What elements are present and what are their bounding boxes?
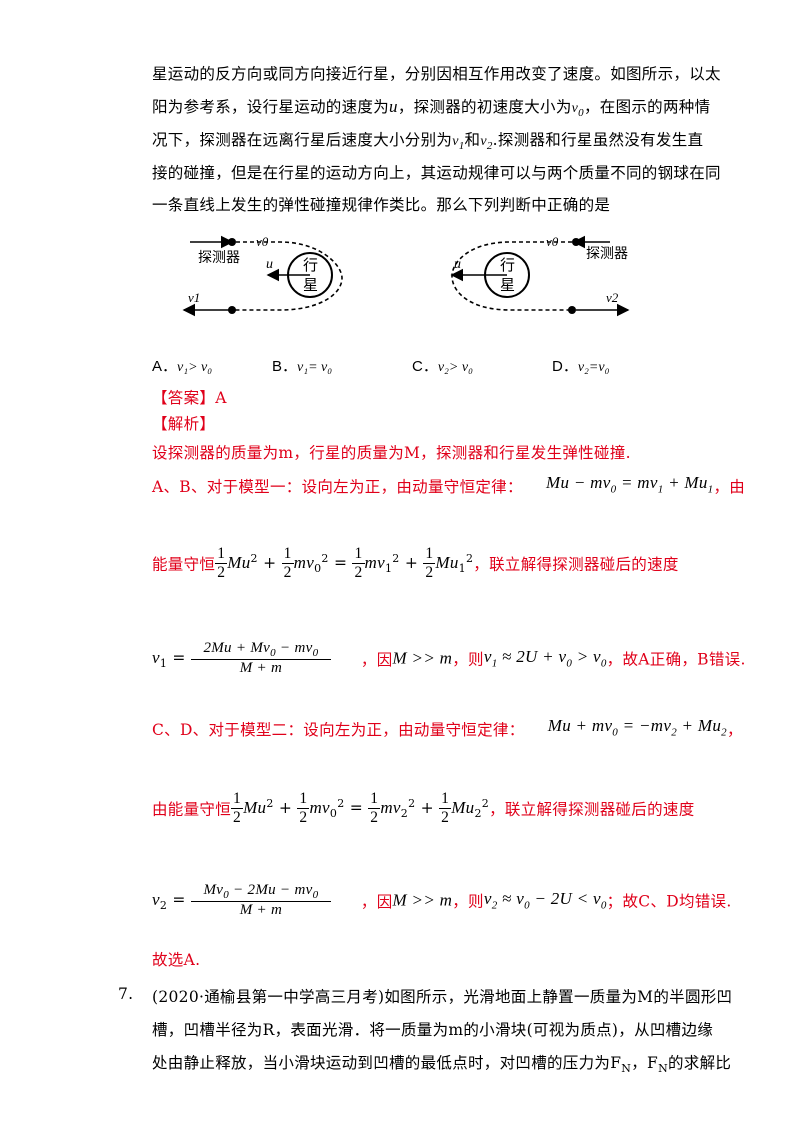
analysis-p5: C、D、对于模型二：设向左为正，由动量守恒定律： Mu + mv0 = −mv2… bbox=[152, 716, 743, 742]
v1-label: v1 bbox=[188, 290, 200, 305]
math-cond: M >> m bbox=[392, 890, 453, 910]
intro-text: 和 bbox=[464, 131, 481, 149]
analysis-p8: 故选A. bbox=[152, 951, 201, 969]
u-label: u bbox=[454, 257, 461, 272]
math-v1: v1 bbox=[452, 134, 465, 152]
analysis-p2: A、B、对于模型一：设向左为正，由动量守恒定律： Mu − mv0 = mv1 … bbox=[152, 473, 746, 499]
analysis-text: ，联立解得探测器碰后的速度 bbox=[473, 555, 679, 574]
option-label: D． bbox=[552, 358, 578, 375]
planet-label-top: 行 bbox=[500, 256, 515, 274]
intro-text: ，在图示的两种情 bbox=[583, 98, 711, 116]
v2-label: v2 bbox=[606, 290, 619, 305]
option-label: C． bbox=[412, 358, 438, 375]
q7-text: 处由静止释放，当小滑块运动到凹槽的最低点时，对凹槽的压力为F bbox=[152, 1054, 622, 1072]
momentum-eq-1: Mu − mv0 = mv1 + Mu1 bbox=[546, 473, 714, 496]
intro-line-1: 星运动的反方向或同方向接近行星，分别因相互作用改变了速度。如图所示，以太 bbox=[152, 65, 721, 83]
approx-v1: v1 ≈ 2U + v0 > v0 bbox=[483, 647, 607, 670]
analysis-text: ，则 bbox=[452, 892, 484, 911]
option-label: A． bbox=[152, 358, 178, 375]
option-d[interactable]: D．v₂=v₀ bbox=[552, 355, 609, 376]
probe-label: 探测器 bbox=[586, 246, 628, 262]
probe-dot bbox=[572, 238, 580, 246]
analysis-text: C、D、对于模型二：设向左为正，由动量守恒定律： bbox=[152, 721, 525, 739]
math-cond: M >> m bbox=[392, 648, 453, 668]
math-v2: v2 bbox=[480, 134, 493, 152]
analysis-text: ，则 bbox=[452, 650, 484, 669]
option-c[interactable]: C．v₂> v₀ bbox=[412, 355, 473, 376]
option-label: B． bbox=[272, 358, 298, 375]
option-a[interactable]: A．v₁> v₀ bbox=[152, 355, 212, 376]
q7-text: ，F bbox=[631, 1054, 659, 1072]
planet-label-top: 行 bbox=[303, 256, 318, 274]
analysis-text: ；故C、D均错误. bbox=[606, 892, 732, 911]
figure-slingshot: 探测器 v0 u 行 星 v1 探测器 v0 u 行 星 v2 bbox=[182, 234, 630, 317]
analysis-text: ，因 bbox=[360, 892, 393, 911]
model-one: 探测器 v0 u 行 星 v1 bbox=[182, 234, 343, 317]
intro-line-3: 况下，探测器在远离行星后速度大小分别为v1和v2.探测器和行星虽然没有发生直 bbox=[152, 128, 703, 152]
intro-text: 况下，探测器在远离行星后速度大小分别为 bbox=[152, 131, 453, 149]
analysis-text: A、B、对于模型一：设向左为正，由动量守恒定律： bbox=[152, 478, 523, 496]
v0-label: v0 bbox=[256, 234, 269, 249]
q7-line-2: 槽，凹槽半径为R，表面光滑．将一质量为m的小滑块(可视为质点)，从凹槽边缘 bbox=[152, 1021, 714, 1039]
analysis-text: ， bbox=[726, 721, 743, 739]
trajectory-one bbox=[232, 241, 343, 311]
intro-text: ，探测器的初速度大小为 bbox=[397, 98, 572, 116]
intro-text: .探测器和行星虽然没有发生直 bbox=[492, 131, 704, 149]
analysis-text: ，故A正确，B错误. bbox=[606, 650, 746, 669]
analysis-text: ，由 bbox=[713, 478, 746, 496]
intro-text: 阳为参考系，设行星运动的速度为 bbox=[152, 98, 390, 116]
intro-line-5: 一条直线上发生的弹性碰撞规律作类比。那么下列判断中正确的是 bbox=[152, 196, 611, 214]
analysis-text: ，因 bbox=[360, 650, 393, 669]
model-two: 探测器 v0 u 行 星 v2 bbox=[450, 234, 630, 317]
math-u: u bbox=[389, 97, 398, 116]
analysis-text: 由能量守恒 bbox=[152, 800, 232, 819]
option-expr: v₂=v₀ bbox=[577, 360, 610, 375]
option-expr: v₁> v₀ bbox=[177, 360, 213, 375]
math-v0: v0 bbox=[571, 101, 584, 119]
intro-line-2: 阳为参考系，设行星运动的速度为u，探测器的初速度大小为v0，在图示的两种情 bbox=[152, 95, 710, 119]
analysis-tag: 【解析】 bbox=[152, 415, 216, 433]
answer-tag: 【答案】A bbox=[152, 389, 227, 407]
q7-line-1: (2020·通榆县第一中学高三月考)如图所示，光滑地面上静置一质量为M的半圆形凹 bbox=[152, 988, 733, 1006]
u-label: u bbox=[266, 257, 273, 272]
probe-dot bbox=[228, 238, 236, 246]
intro-line-4: 接的碰撞，但是在行星的运动方向上，其运动规律可以与两个质量不同的钢球在同 bbox=[152, 164, 721, 182]
probe-dot bbox=[568, 306, 576, 314]
momentum-eq-2: Mu + mv0 = −mv2 + Mu2 bbox=[547, 716, 727, 739]
q7-line-3: 处由静止释放，当小滑块运动到凹槽的最低点时，对凹槽的压力为FN，FN的求解比 bbox=[152, 1054, 732, 1076]
analysis-p1: 设探测器的质量为m，行星的质量为M，探测器和行星发生弹性碰撞. bbox=[152, 444, 631, 462]
planet-label-bottom: 星 bbox=[500, 276, 515, 294]
option-expr: v₁= v₀ bbox=[297, 360, 333, 375]
probe-label: 探测器 bbox=[198, 250, 240, 266]
probe-dot bbox=[228, 306, 236, 314]
analysis-text: ，联立解得探测器碰后的速度 bbox=[489, 800, 695, 819]
planet-label-bottom: 星 bbox=[303, 276, 318, 294]
analysis-text: 能量守恒 bbox=[152, 555, 216, 574]
option-b[interactable]: B．v₁= v₀ bbox=[272, 355, 332, 376]
approx-v2: v2 ≈ v0 − 2U < v0 bbox=[483, 889, 607, 912]
q7-number: 7. bbox=[118, 985, 134, 1003]
option-expr: v₂> v₀ bbox=[437, 360, 473, 375]
v0-label: v0 bbox=[546, 234, 559, 249]
q7-text: 的求解比 bbox=[668, 1054, 732, 1072]
